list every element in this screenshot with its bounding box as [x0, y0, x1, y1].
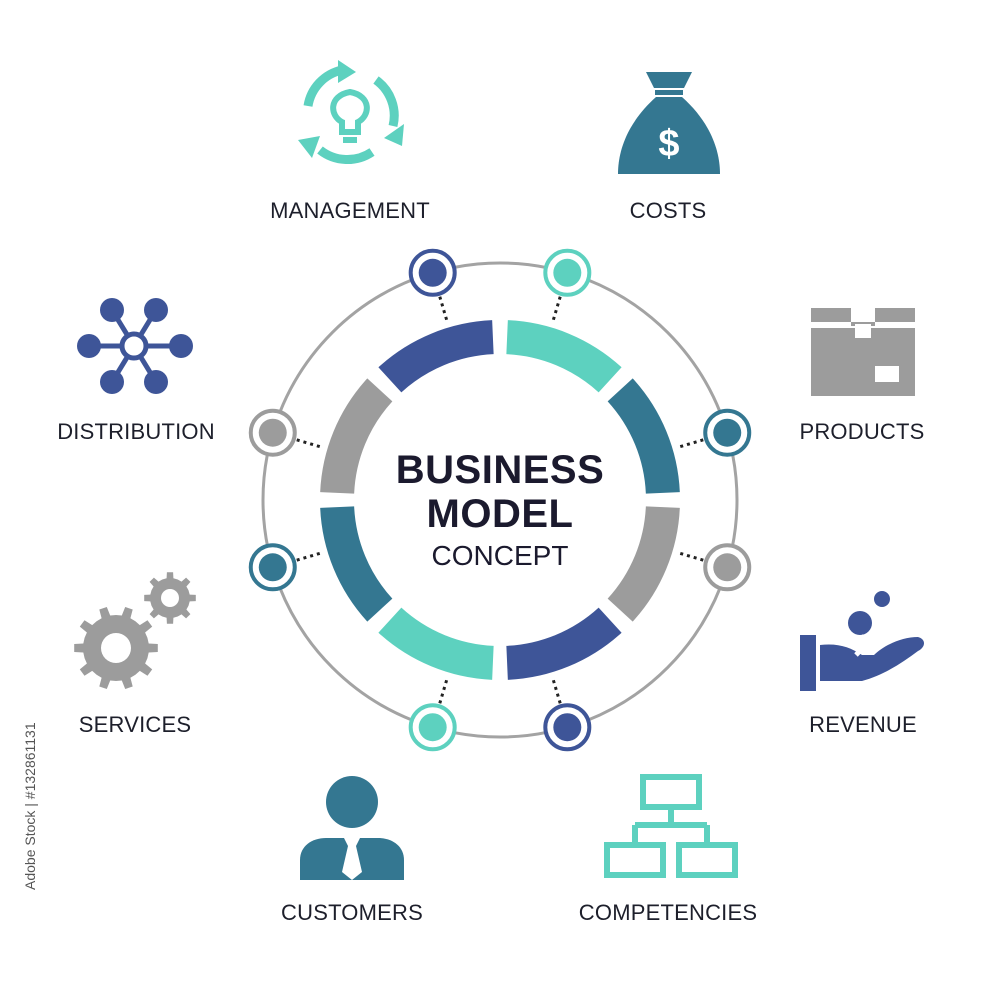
connector-distribution [436, 291, 449, 321]
ring-segment-services [320, 378, 393, 494]
label-products: PRODUCTS [799, 419, 925, 444]
ring-segment-distribution [378, 320, 494, 393]
node-dot-products [713, 553, 742, 582]
network-icon [77, 298, 193, 394]
ring-segment-products [607, 506, 680, 622]
outer-ring [261, 261, 739, 739]
large-gear-hole [101, 633, 131, 663]
connector-customers [291, 551, 321, 564]
node-dot-competencies [418, 713, 447, 742]
hierarchy-icon [604, 774, 738, 878]
stock-id: Adobe Stock | #132861131 [22, 722, 38, 890]
cycle-lightbulb-icon [298, 60, 404, 165]
small-gear-hole [161, 589, 179, 607]
node-dot-customers [258, 553, 287, 582]
person-icon [300, 776, 404, 880]
title-line-business: BUSINESS [395, 448, 605, 492]
label-services: SERVICES [78, 712, 192, 737]
center-title: BUSINESS MODEL CONCEPT [396, 448, 605, 574]
connector-competencies [436, 679, 449, 709]
connector-costs [679, 436, 709, 449]
ring-segment-competencies [378, 607, 494, 680]
money-bag-icon: $ [618, 72, 720, 174]
node-dot-distribution [418, 258, 447, 287]
svg-text:$: $ [658, 123, 679, 165]
ring-segments [320, 320, 680, 680]
connector-revenue [551, 679, 564, 709]
connector-services [291, 436, 321, 449]
title-line-model: MODEL [426, 492, 574, 536]
node-dot-revenue [553, 713, 582, 742]
label-customers: CUSTOMERS [281, 900, 423, 925]
ring-segment-costs [607, 378, 680, 494]
ring-segment-revenue [506, 607, 622, 680]
connector-management [551, 291, 564, 321]
label-costs: COSTS [629, 198, 707, 223]
node-dot-management [553, 258, 582, 287]
title-line-concept: CONCEPT [431, 540, 569, 571]
ring-nodes [248, 248, 752, 752]
node-dot-services [258, 418, 287, 447]
gears-icon [74, 572, 196, 689]
hand-coins-icon [800, 591, 924, 691]
label-revenue: REVENUE [809, 712, 917, 737]
dotted-connectors [291, 291, 709, 709]
ring-segment-management [506, 320, 622, 393]
label-distribution: DISTRIBUTION [57, 419, 215, 444]
label-competencies: COMPETENCIES [578, 900, 758, 925]
ring-segment-customers [320, 506, 393, 622]
node-dot-costs [713, 418, 742, 447]
connector-products [679, 551, 709, 564]
box-icon [811, 308, 915, 396]
label-management: MANAGEMENT [270, 198, 430, 223]
